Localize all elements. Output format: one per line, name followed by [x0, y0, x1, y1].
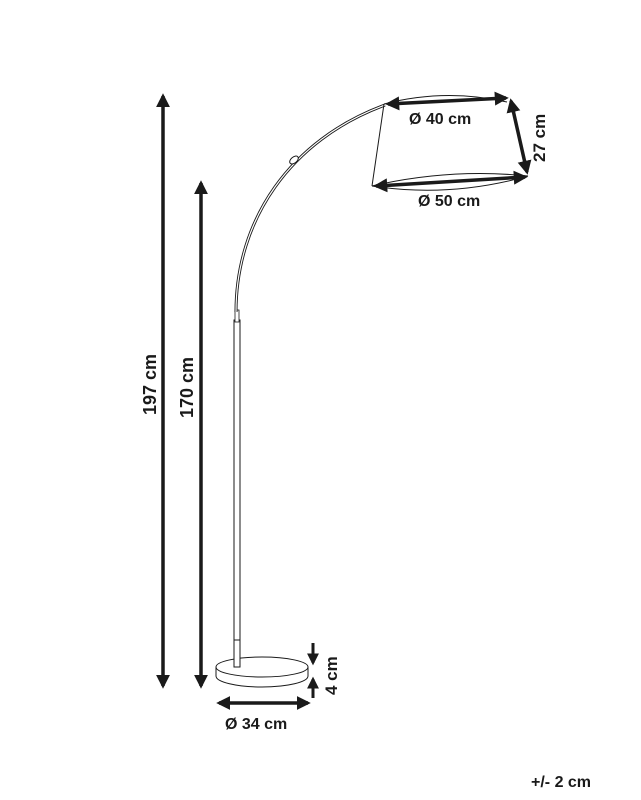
- total-height-dimension: 197 cm: [140, 93, 170, 689]
- base-diameter-label: Ø 34 cm: [225, 716, 287, 733]
- tolerance-note: +/- 2 cm: [531, 774, 591, 791]
- total-height-label: 197 cm: [140, 354, 160, 415]
- base-diameter-dimension: Ø 34 cm: [216, 696, 311, 733]
- base-height-label: 4 cm: [322, 656, 341, 695]
- lamp-arc: [234, 103, 386, 313]
- shade-top-dimension: Ø 40 cm: [385, 91, 509, 128]
- base-height-dimension: 4 cm: [307, 643, 341, 698]
- lamp-pole: [233, 309, 241, 663]
- lamp-shade: [371, 95, 529, 191]
- shade-top-label: Ø 40 cm: [409, 111, 471, 128]
- shade-height-label: 27 cm: [530, 114, 549, 162]
- pole-height-dimension: 170 cm: [177, 180, 208, 689]
- shade-bottom-label: Ø 50 cm: [418, 193, 480, 210]
- pole-height-label: 170 cm: [177, 357, 197, 418]
- shade-height-dimension: 27 cm: [506, 98, 549, 175]
- shade-bottom-dimension: Ø 50 cm: [373, 170, 528, 210]
- lamp-base: [215, 639, 309, 688]
